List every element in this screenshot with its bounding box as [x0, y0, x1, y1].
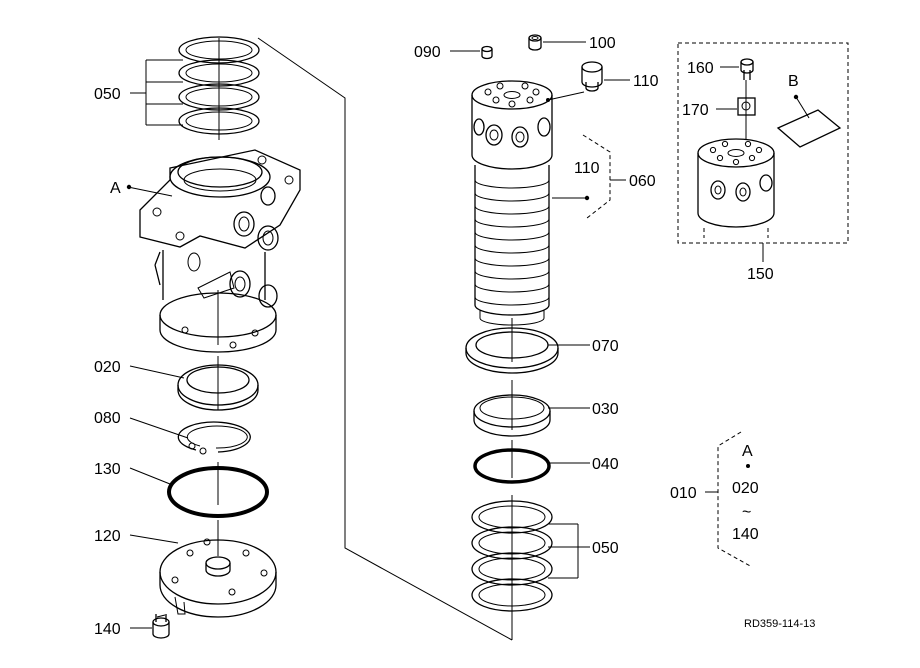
- ring-030: [473, 380, 551, 437]
- leader-050-right: [548, 523, 590, 579]
- cover-plate-120: [159, 520, 277, 618]
- o-ring-130: [167, 462, 269, 518]
- label-080: 080: [94, 410, 121, 427]
- label-090: 090: [414, 44, 441, 61]
- swivel-body-housing: [139, 149, 301, 353]
- label-100: 100: [589, 35, 616, 52]
- spacer-170: [737, 80, 756, 140]
- leader-120: [129, 534, 179, 544]
- range-label-A: A: [742, 443, 753, 460]
- label-070: 070: [592, 338, 619, 355]
- label-110-mid: 110: [574, 160, 600, 177]
- label-010: 010: [670, 485, 697, 502]
- label-160: 160: [687, 60, 714, 77]
- label-060: 060: [629, 173, 656, 190]
- drawing-reference-code: RD359-114-13: [744, 618, 815, 630]
- leader-020: [129, 365, 185, 379]
- label-A-left: A: [110, 180, 121, 197]
- plug-090: [481, 45, 493, 60]
- label-050-left: 050: [94, 86, 121, 103]
- thrust-plate-070: [465, 327, 559, 374]
- bolt-140: [152, 614, 170, 639]
- leader-130: [129, 467, 171, 485]
- label-120: 120: [94, 528, 121, 545]
- seal-rings-050-top: [178, 36, 260, 140]
- leader-110-top: [546, 79, 630, 102]
- label-110-top: 110: [633, 73, 659, 90]
- label-030: 030: [592, 401, 619, 418]
- label-050-right: 050: [592, 540, 619, 557]
- bolt-160: [740, 58, 754, 80]
- name-plate-B: [776, 94, 842, 148]
- plug-100: [528, 34, 542, 51]
- seal-rings-050-bottom: [471, 495, 553, 612]
- snap-ring-080: [177, 421, 251, 455]
- range-label-from: 020: [732, 480, 759, 497]
- thrust-plate-020: [177, 356, 259, 411]
- leader-050-left: [130, 59, 183, 126]
- rotor-060: [471, 80, 553, 362]
- label-B: B: [788, 73, 799, 90]
- leader-060-bracket: [552, 134, 626, 219]
- range-bracket-010: [705, 431, 753, 568]
- range-label-to: 140: [732, 526, 759, 543]
- label-020: 020: [94, 359, 121, 376]
- label-170: 170: [682, 102, 709, 119]
- fitting-110-top: [581, 61, 603, 92]
- label-040: 040: [592, 456, 619, 473]
- label-150: 150: [747, 266, 774, 283]
- leader-A-left: [126, 184, 173, 197]
- leader-080: [129, 417, 189, 439]
- label-140: 140: [94, 621, 121, 638]
- o-ring-040: [473, 440, 551, 484]
- label-130: 130: [94, 461, 121, 478]
- range-label-tilde: ~: [742, 504, 751, 521]
